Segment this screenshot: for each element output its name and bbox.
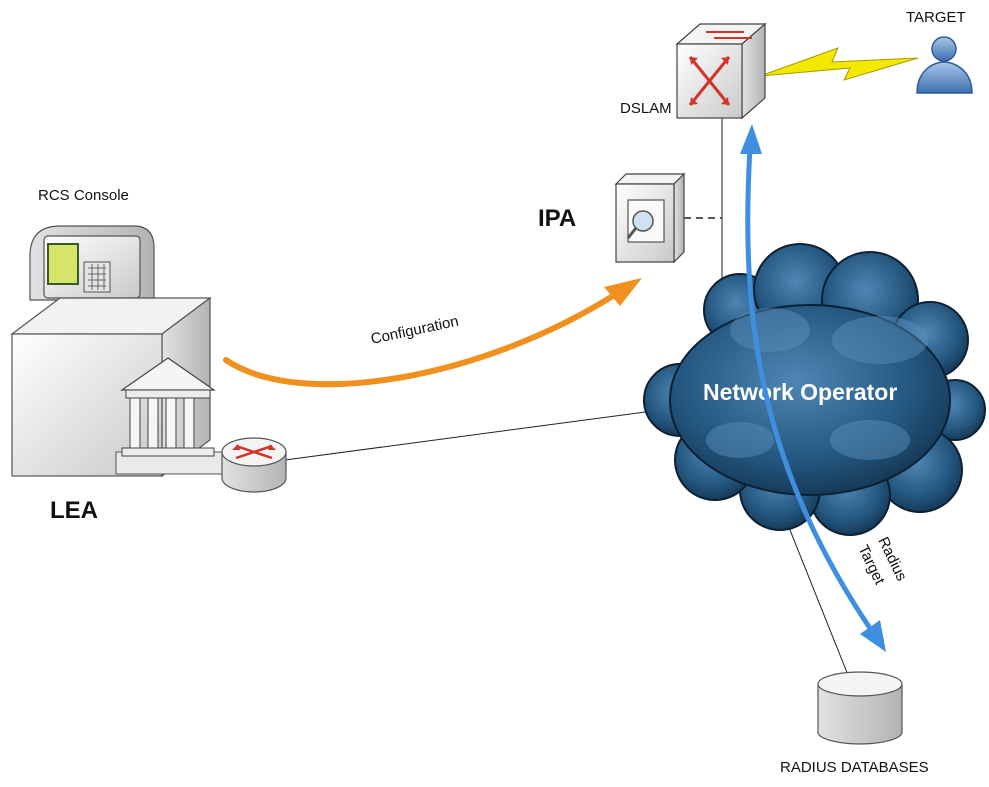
link-cloud-database [779, 504, 851, 681]
lightning-link [759, 47, 919, 81]
switch-icon [675, 22, 767, 120]
router-icon [221, 437, 287, 493]
configuration-arrow [223, 291, 619, 388]
network-operator-label: Network Operator [703, 379, 897, 405]
probe-icon [614, 172, 686, 264]
database-icon [817, 671, 903, 745]
link-lea-cloud [284, 409, 661, 461]
configuration-label: Configuration [369, 313, 460, 348]
rcs-console-label: RCS Console [38, 187, 129, 204]
cloud-icon [643, 243, 986, 536]
radius-target-arrow [745, 145, 881, 643]
console-icon [29, 225, 155, 301]
building-icon [10, 296, 235, 478]
radius-databases-label: RADIUS DATABASES [780, 759, 929, 776]
user-icon [916, 36, 973, 94]
configuration-arrowhead [604, 278, 642, 306]
dslam-label: DSLAM [620, 100, 672, 117]
ipa-label: IPA [538, 205, 576, 232]
lea-label: LEA [50, 497, 98, 524]
radius-arrowhead-bottom [860, 620, 886, 652]
radius-arrowhead-top [740, 124, 762, 154]
target-label: TARGET [906, 9, 966, 26]
